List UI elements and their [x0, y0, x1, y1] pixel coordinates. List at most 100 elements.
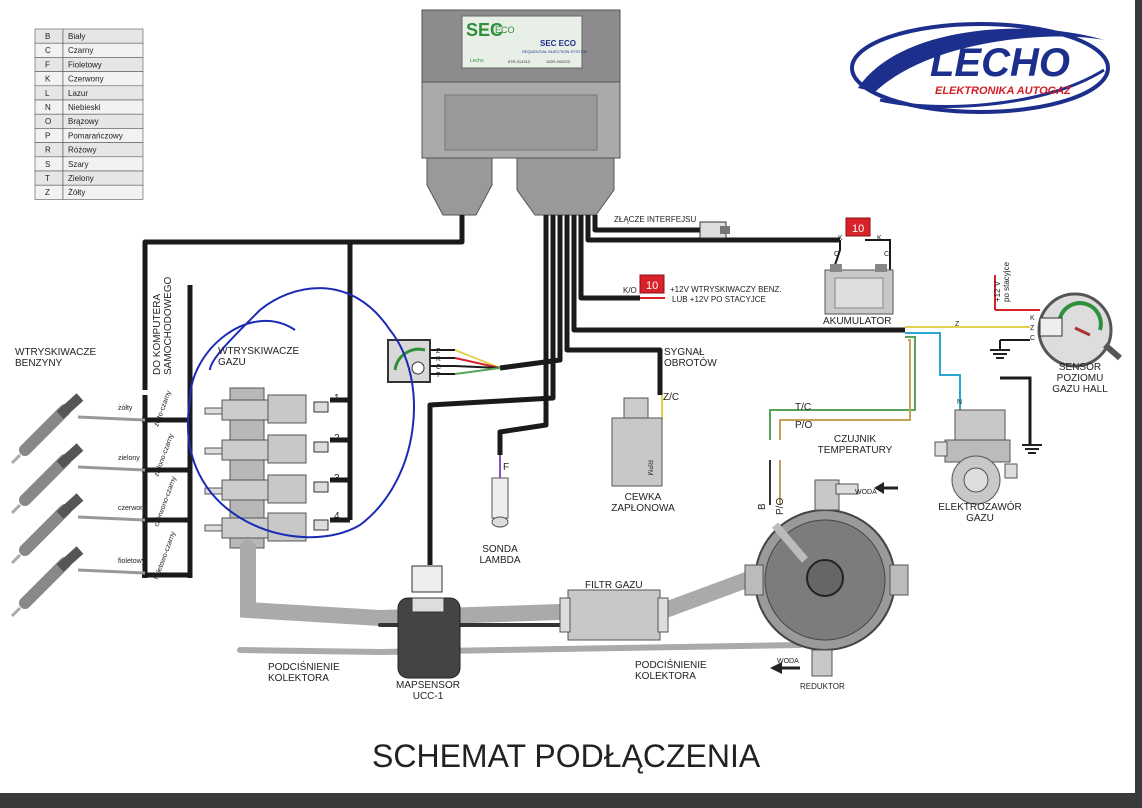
legend-row: L Lazur [34, 85, 144, 101]
ecu-brand-sec: SEC [466, 20, 503, 40]
legend-row: S Szary [34, 156, 144, 172]
hand-drawn-annotation [187, 287, 415, 539]
fuse-value-1: 10 [852, 223, 864, 235]
label-b: B [757, 503, 768, 510]
label-ko: K/O [623, 286, 637, 295]
gas-injector-numbers: 1 2 3 4 [313, 393, 340, 531]
svg-text:1: 1 [334, 393, 340, 404]
gauge-pin-label: Z [436, 348, 441, 355]
label-k: K [838, 235, 843, 242]
ecu-cert-1: 67R-014313 [508, 59, 531, 64]
schematic-title: SCHEMAT PODŁĄCZENIA [372, 738, 761, 774]
svg-text:2: 2 [334, 433, 340, 444]
legend-color-name: Brązowy [68, 117, 99, 126]
label-c: C [834, 251, 839, 258]
legend-code: R [45, 146, 51, 155]
svg-text:4: 4 [334, 511, 340, 522]
legend-code: K [45, 75, 51, 84]
sensor-pin-label: K [1030, 315, 1035, 322]
lecho-logo: LECHO ELEKTRONIKA AUTOGAZ [850, 22, 1110, 114]
legend-color-name: Czarny [68, 46, 93, 55]
injector-wire-color: żółty [118, 405, 133, 412]
legend-code: F [45, 60, 50, 69]
gas-injector-number: 4 [313, 511, 340, 531]
legend-color-name: Fioletowy [68, 60, 102, 69]
sensor-pin-label: C [1030, 335, 1035, 342]
injector-wire-color: zielony [118, 455, 140, 462]
gas-injector-number: 2 [313, 433, 340, 453]
water-arrows [770, 482, 898, 674]
gas-electrovalve [934, 409, 1018, 505]
label-n: N [957, 399, 962, 406]
legend-color-name: Żółty [68, 188, 85, 197]
injector-wire-color: czerwony [118, 505, 148, 512]
interface-connector [699, 221, 730, 239]
legend-color-name: Pomarańczowy [68, 131, 123, 140]
label-akumulator: AKUMULATOR [823, 316, 892, 327]
legend-color-name: Szary [68, 160, 88, 169]
gas-injector-number: 1 [313, 393, 340, 413]
label-c2: C [884, 251, 889, 258]
ground-symbols [990, 349, 1042, 454]
fuse-injectors: 10 [639, 274, 665, 294]
legend-code: S [45, 160, 50, 169]
label-woda-in: WODA [855, 489, 877, 496]
gas-level-indicator [387, 339, 431, 383]
logo-sub-text: ELEKTRONIKA AUTOGAZ [935, 85, 1072, 97]
ecu-model: SEC ECO [540, 39, 576, 48]
reducer [744, 479, 909, 677]
label-k2: K [877, 235, 882, 242]
ecu-controller: SEC ECO SEC ECO SEQUENTIAL INJECTION SYS… [421, 9, 621, 216]
legend-code: T [45, 174, 50, 183]
gauge-pin-label: C [436, 364, 441, 371]
label-filtr: FILTR GAZU [585, 580, 643, 591]
label-po: P/O [795, 420, 812, 431]
legend-color-name: Różowy [68, 146, 96, 155]
gas-injector-number: 3 [313, 473, 340, 493]
legend-row: R Różowy [34, 142, 144, 158]
level-sensor-hall [1037, 292, 1122, 368]
fuse-value-2: 10 [646, 280, 658, 292]
label-z-line: Z [955, 321, 960, 328]
battery-akumulator [824, 264, 894, 315]
legend-code: L [45, 89, 50, 98]
ecu-subtitle: SEQUENTIAL INJECTION SYSTEM [522, 49, 587, 54]
injector-wire-color: fioletowy [118, 558, 146, 565]
coil-rpm-text: RPM [646, 460, 653, 476]
label-zc: Z/C [663, 392, 679, 403]
ecu-brand-small: Lecho [470, 58, 484, 64]
legend-color-name: Czerwony [68, 75, 104, 84]
legend-row: F Fioletowy [34, 57, 144, 72]
label-f: F [503, 462, 509, 473]
label-po2: P/O [775, 498, 786, 515]
label-plus12-line1: +12V WTRYSKIWACZY BENZ. [670, 285, 782, 294]
label-reduktor: REDUKTOR [800, 682, 845, 691]
sensor-pin-labels: KZC [1030, 315, 1035, 342]
svg-text:3: 3 [334, 473, 340, 484]
legend-color-name: Lazur [68, 89, 88, 98]
label-zlacze: ZŁĄCZE INTERFEJSU [614, 215, 696, 224]
legend-color-name: Niebieski [68, 103, 101, 112]
label-plus12-po-stacyjce: +12 Vpo stacyjce [993, 261, 1011, 302]
legend-color-name: Biały [68, 32, 85, 41]
label-plus12-line2: LUB +12V PO STACYJCE [672, 295, 766, 304]
legend-row: T Zielony [34, 170, 144, 186]
legend-color-name: Zielony [68, 174, 94, 183]
legend-code: B [45, 32, 50, 41]
fuse-battery: 10 [845, 217, 871, 237]
